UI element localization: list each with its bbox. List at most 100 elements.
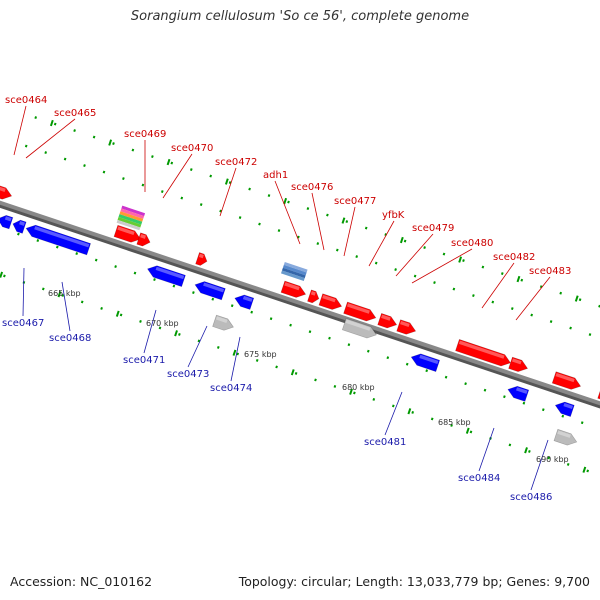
gene-label-sce0480: sce0480: [451, 238, 493, 249]
track-dot: [569, 326, 572, 330]
gene-arrow-17-shape: [147, 265, 186, 288]
track-dot: [580, 421, 584, 425]
track-dot: [386, 356, 390, 360]
track-dot: [433, 281, 436, 285]
track-dot: [316, 242, 320, 246]
genome-summary-text: Topology: circular; Length: 13,033,779 b…: [238, 574, 590, 589]
gene-arrow-4-shape: [280, 280, 307, 298]
track-dot: [403, 239, 407, 243]
track-tick: [49, 119, 54, 127]
leader-line-sce0471: [143, 309, 157, 354]
gene-arrow-5: [307, 289, 320, 304]
leader-line-sce0474: [230, 336, 241, 382]
gene-label-sce0469: sce0469: [124, 129, 166, 140]
track-dot: [294, 371, 298, 375]
track-tick: [465, 427, 470, 434]
track-dot: [588, 333, 592, 337]
rna-block-center-stripe: [281, 267, 306, 279]
map-title: Sorangium cellulosum 'So ce 56', complet…: [130, 9, 470, 24]
gene-arrow-1-shape: [113, 224, 142, 243]
gene-arrow-1-highlight: [117, 226, 135, 236]
leader-line-sce0476: [311, 192, 325, 251]
gene-arrow-23: [212, 314, 234, 331]
track-dot: [423, 246, 426, 250]
leader-line-sce0472: [219, 167, 237, 217]
gene-arrow-9-shape: [396, 319, 417, 335]
track-dot: [372, 397, 376, 401]
gene-arrow-3-shape: [195, 252, 208, 266]
track-tick: [108, 139, 113, 146]
track-dot: [522, 401, 526, 405]
track-dot: [578, 298, 582, 302]
gene-arrow-24-highlight: [557, 430, 571, 438]
gene-arrow-15: [12, 219, 27, 234]
gene-arrow-8: [377, 313, 398, 329]
rna-block-left-stripe: [119, 211, 144, 222]
gene-arrow-9: [396, 319, 417, 335]
track-dot: [444, 375, 448, 379]
track-dot: [481, 265, 485, 269]
gene-arrow-11-shape: [508, 356, 529, 372]
gene-arrow-11-highlight: [511, 358, 522, 365]
leader-line-sce0464: [13, 105, 27, 156]
leader-line-adh1: [274, 180, 301, 245]
track-dot: [528, 449, 531, 453]
track-dot: [326, 213, 329, 217]
track-dot: [238, 216, 242, 220]
track-dot: [353, 391, 356, 395]
track-dot: [442, 252, 446, 256]
gene-label-sce0474: sce0474: [210, 383, 252, 394]
leader-line-sce0470: [162, 153, 193, 199]
rna-block-center-stripe: [281, 270, 305, 282]
gene-arrow-0-highlight: [0, 185, 6, 192]
track-dot: [450, 423, 453, 427]
track-tick: [232, 349, 237, 356]
gene-arrow-19-highlight: [242, 295, 253, 302]
leader-line-sce0468: [61, 281, 71, 332]
gene-arrow-13: [597, 386, 600, 403]
gene-arrow-9-highlight: [400, 320, 410, 328]
track-dot: [430, 417, 434, 421]
gene-arrow-15-shape: [12, 219, 27, 234]
track-dot: [178, 332, 181, 336]
gene-arrow-23-highlight: [215, 316, 228, 324]
track-dot: [308, 330, 312, 334]
track-dot: [100, 306, 103, 310]
track-dot: [36, 239, 40, 243]
track-dot: [347, 343, 351, 347]
gene-arrow-10-highlight: [458, 340, 505, 359]
tick-label-665: 665 kbp: [48, 289, 81, 298]
track-dot: [24, 144, 28, 148]
rna-block-left-stripe: [118, 214, 143, 225]
track-dot: [80, 300, 84, 304]
track-dot: [34, 116, 38, 120]
gene-arrow-14-highlight: [4, 216, 12, 222]
leader-line-sce0482: [481, 262, 515, 309]
track-dot: [131, 148, 135, 152]
gene-arrow-6-highlight: [322, 294, 336, 303]
track-dot: [216, 345, 220, 349]
track-dot: [153, 278, 156, 282]
track-dot: [306, 207, 310, 211]
gene-arrow-25-shape: [341, 318, 377, 339]
track-dot: [102, 170, 106, 174]
gene-arrow-10-shape: [455, 339, 511, 367]
track-dot: [119, 313, 123, 317]
track-dot: [3, 274, 6, 278]
track-dot: [180, 196, 184, 200]
track-dot: [462, 259, 465, 263]
rna-block-left-stripe: [121, 205, 146, 217]
gene-arrow-5-shape: [307, 289, 320, 304]
leader-line-sce0467: [22, 267, 25, 317]
gene-arrow-11: [508, 356, 529, 372]
track-dot: [289, 323, 292, 327]
gene-label-yfbK: yfbK: [382, 210, 405, 221]
track-dot: [530, 313, 534, 317]
track-dot: [510, 307, 514, 311]
track-tick: [283, 197, 288, 205]
track-dot: [160, 190, 164, 194]
track-tick: [174, 330, 178, 337]
tick-label-680: 680 kbp: [342, 383, 375, 392]
